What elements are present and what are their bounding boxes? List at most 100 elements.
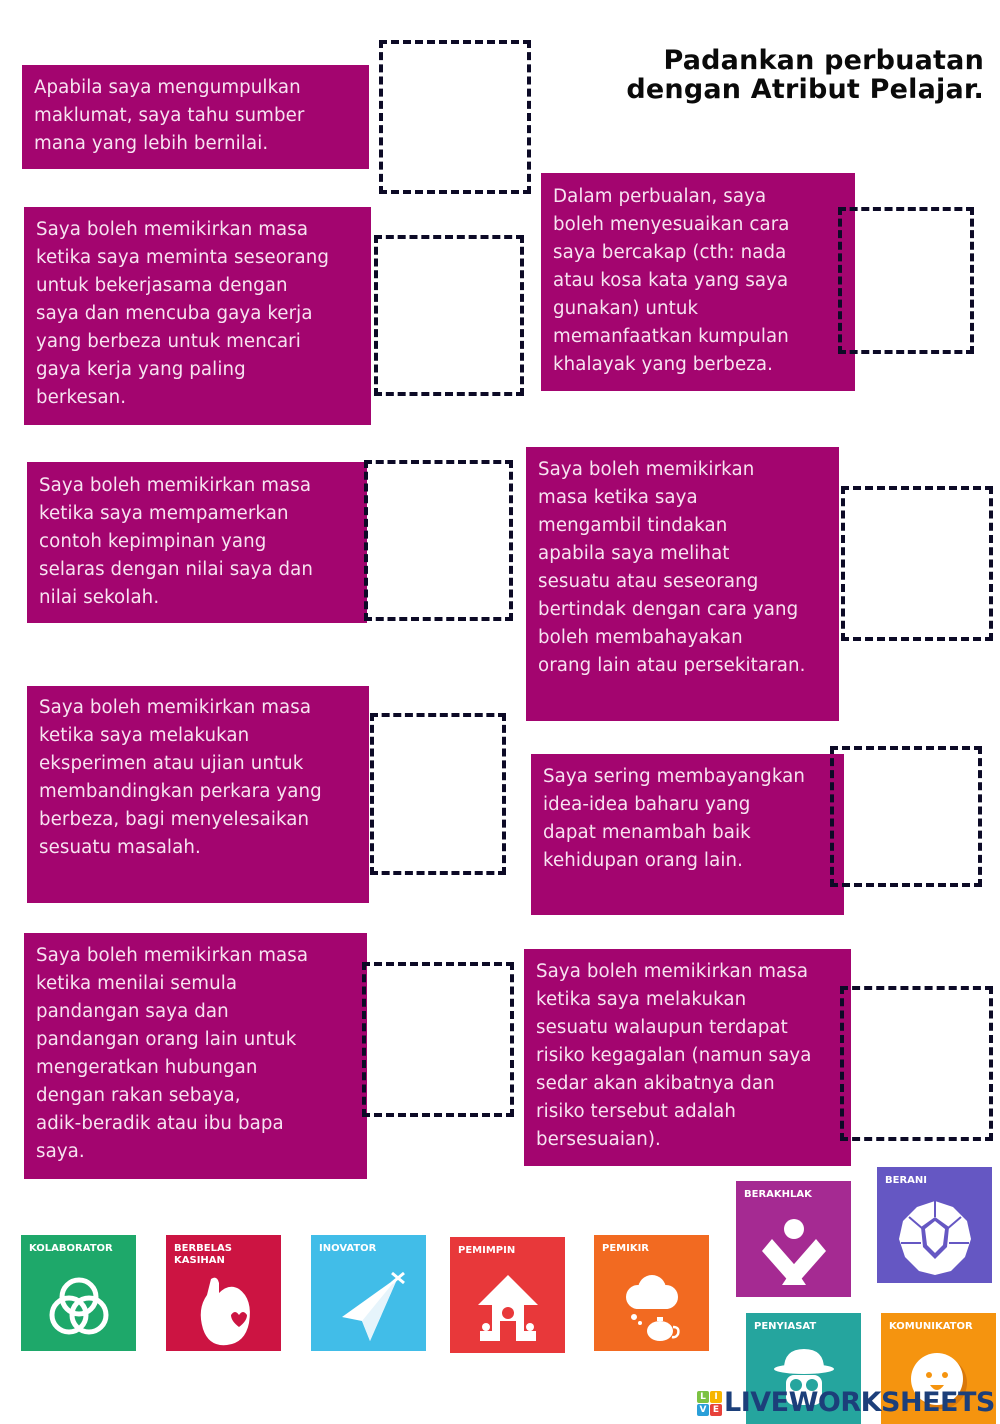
statement-card-8: Saya boleh memikirkan masa ketika menila… [24,933,367,1179]
card-text-line: membandingkan perkara yang [39,781,322,802]
card-text-line: Saya boleh memikirkan masa [36,219,309,240]
statement-card-1: Apabila saya mengumpulkan maklumat, saya… [22,65,369,169]
card-text-line: maklumat, saya tahu sumber [34,105,305,126]
paper-plane-icon [342,1271,405,1341]
card-text-line: mengeratkan hubungan [36,1057,258,1078]
card-text-line: Dalam perbualan, saya [553,186,767,207]
tile-komunikator[interactable]: KOMUNIKATOR [881,1313,996,1424]
card-text-line: risiko tersebut adalah [536,1101,737,1122]
card-text-line: Saya sering membayangkan [543,766,806,787]
tile-label: BERANI [885,1175,927,1186]
tile-label: PENYIASAT [754,1321,817,1332]
card-text-line: risiko kegagalan (namun saya [536,1045,812,1066]
card-text-line: untuk bekerjasama dengan [36,275,288,296]
tile-berakhlak[interactable]: BERAKHLAK [736,1181,851,1297]
card-text-line: Apabila saya mengumpulkan [34,77,301,98]
drop-zone-8[interactable] [362,962,514,1117]
statement-card-9: Saya boleh memikirkan masa ketika saya m… [524,949,851,1166]
card-text-line: apabila saya melihat [538,543,730,564]
card-text-line: pandangan saya dan [36,1001,229,1022]
tile-pemimpin[interactable]: PEMIMPIN [450,1237,565,1353]
card-text-line: saya bercakap (cth: nada [553,242,787,263]
drop-zone-9[interactable] [840,986,993,1141]
tile-berani[interactable]: BERANI [877,1167,992,1283]
tile-label: KOMUNIKATOR [889,1321,973,1332]
lion-head-icon [899,1201,971,1275]
drop-zone-1[interactable] [379,40,531,194]
tile-label: BERAKHLAK [744,1189,812,1200]
house-arrow-people-icon [478,1275,538,1341]
card-text-line: ketika menilai semula [36,973,238,994]
card-text-line: saya dan mencuba gaya kerja [36,303,313,324]
logo-letter: L [697,1390,709,1403]
explorer-binoculars-icon [774,1349,834,1405]
tile-label: BERBELAS KASIHAN [174,1243,232,1266]
tile-label: PEMIMPIN [458,1245,516,1256]
card-text-line: boleh menyesuaikan cara [553,214,790,235]
card-text-line: ketika saya melakukan [39,725,250,746]
drop-zone-4[interactable] [364,460,513,621]
card-text-line: sesuatu atau seseorang [538,571,759,592]
statement-card-3: Dalam perbualan, saya boleh menyesuaikan… [541,173,855,391]
card-text-line: ketika saya melakukan [536,989,747,1010]
logo-letter: I [710,1390,722,1403]
logo-letter: E [710,1403,722,1416]
card-text-line: mengambil tindakan [538,515,728,536]
watermark-text: LIVEWORKSHEETS [724,1387,995,1418]
card-text-line: dengan rakan sebaya, [36,1085,241,1106]
live-logo-icon: L I V E [697,1390,722,1416]
card-text-line: idea-idea baharu yang [543,794,751,815]
card-text-line: Saya boleh memikirkan [538,459,755,480]
card-text-line: Saya boleh memikirkan masa [39,475,312,496]
card-text-line: gunakan) untuk [553,298,699,319]
statement-card-2: Saya boleh memikirkan masa ketika saya m… [24,207,371,425]
card-text-line: ketika saya meminta seseorang [36,247,330,268]
tile-inovator[interactable]: INOVATOR [311,1235,426,1351]
card-text-line: gaya kerja yang paling [36,359,246,380]
drop-zone-3[interactable] [838,207,974,354]
statement-card-6: Saya boleh memikirkan masa ketika saya m… [27,686,369,903]
card-text-line: boleh membahayakan [538,627,743,648]
drop-zone-6[interactable] [370,713,506,875]
title-line-1: Padankan perbuatan [663,45,984,76]
card-text-line: atau kosa kata yang saya [553,270,789,291]
tile-kolaborator[interactable]: KOLABORATOR [21,1235,136,1351]
card-text-line: khalayak yang berbeza. [553,354,774,375]
title-line-2: dengan Atribut Pelajar. [626,74,984,105]
statement-card-7: Saya sering membayangkan idea-idea bahar… [531,754,844,915]
tile-label: KOLABORATOR [29,1243,113,1254]
card-text-line: mana yang lebih bernilai. [34,133,269,154]
card-text-line: berbeza, bagi menyelesaikan [39,809,310,830]
card-text-line: nilai sekolah. [39,587,160,608]
card-text-line: memanfaatkan kumpulan [553,326,789,347]
worksheet-title: Padankan perbuatan dengan Atribut Pelaja… [626,46,984,104]
tile-label: INOVATOR [319,1243,377,1254]
smiley-face-icon [911,1353,967,1409]
card-text-line: contoh kepimpinan yang [39,531,267,552]
crossed-hands-icon [762,1219,826,1285]
card-text-line: ketika saya mempamerkan [39,503,289,524]
logo-letter: V [697,1403,709,1416]
liveworksheets-watermark: L I V E LIVEWORKSHEETS [697,1388,995,1418]
card-text-line: selaras dengan nilai saya dan [39,559,314,580]
card-text-line: eksperimen atau ujian untuk [39,753,304,774]
card-text-line: sedar akan akibatnya dan [536,1073,775,1094]
drop-zone-2[interactable] [374,235,524,396]
card-text-line: masa ketika saya [538,487,698,508]
tile-berbelas-kasihan[interactable]: BERBELAS KASIHAN [166,1235,281,1351]
card-text-line: pandangan orang lain untuk [36,1029,297,1050]
card-text-line: saya. [36,1141,85,1162]
card-text-line: Saya boleh memikirkan masa [39,697,312,718]
tile-label: PEMIKIR [602,1243,650,1254]
card-text-line: Saya boleh memikirkan masa [536,961,809,982]
card-text-line: yang berbeza untuk mencari [36,331,301,352]
card-text-line: berkesan. [36,387,127,408]
card-text-line: dapat menambah baik [543,822,751,843]
tile-penyiasat[interactable]: PENYIASAT [746,1313,861,1424]
drop-zone-7[interactable] [830,746,982,887]
tile-pemikir[interactable]: PEMIKIR [594,1235,709,1351]
card-text-line: bersesuaian). [536,1129,661,1150]
heart-organ-icon [200,1277,250,1346]
drop-zone-5[interactable] [841,486,993,641]
interlocking-circles-icon [49,1277,109,1335]
